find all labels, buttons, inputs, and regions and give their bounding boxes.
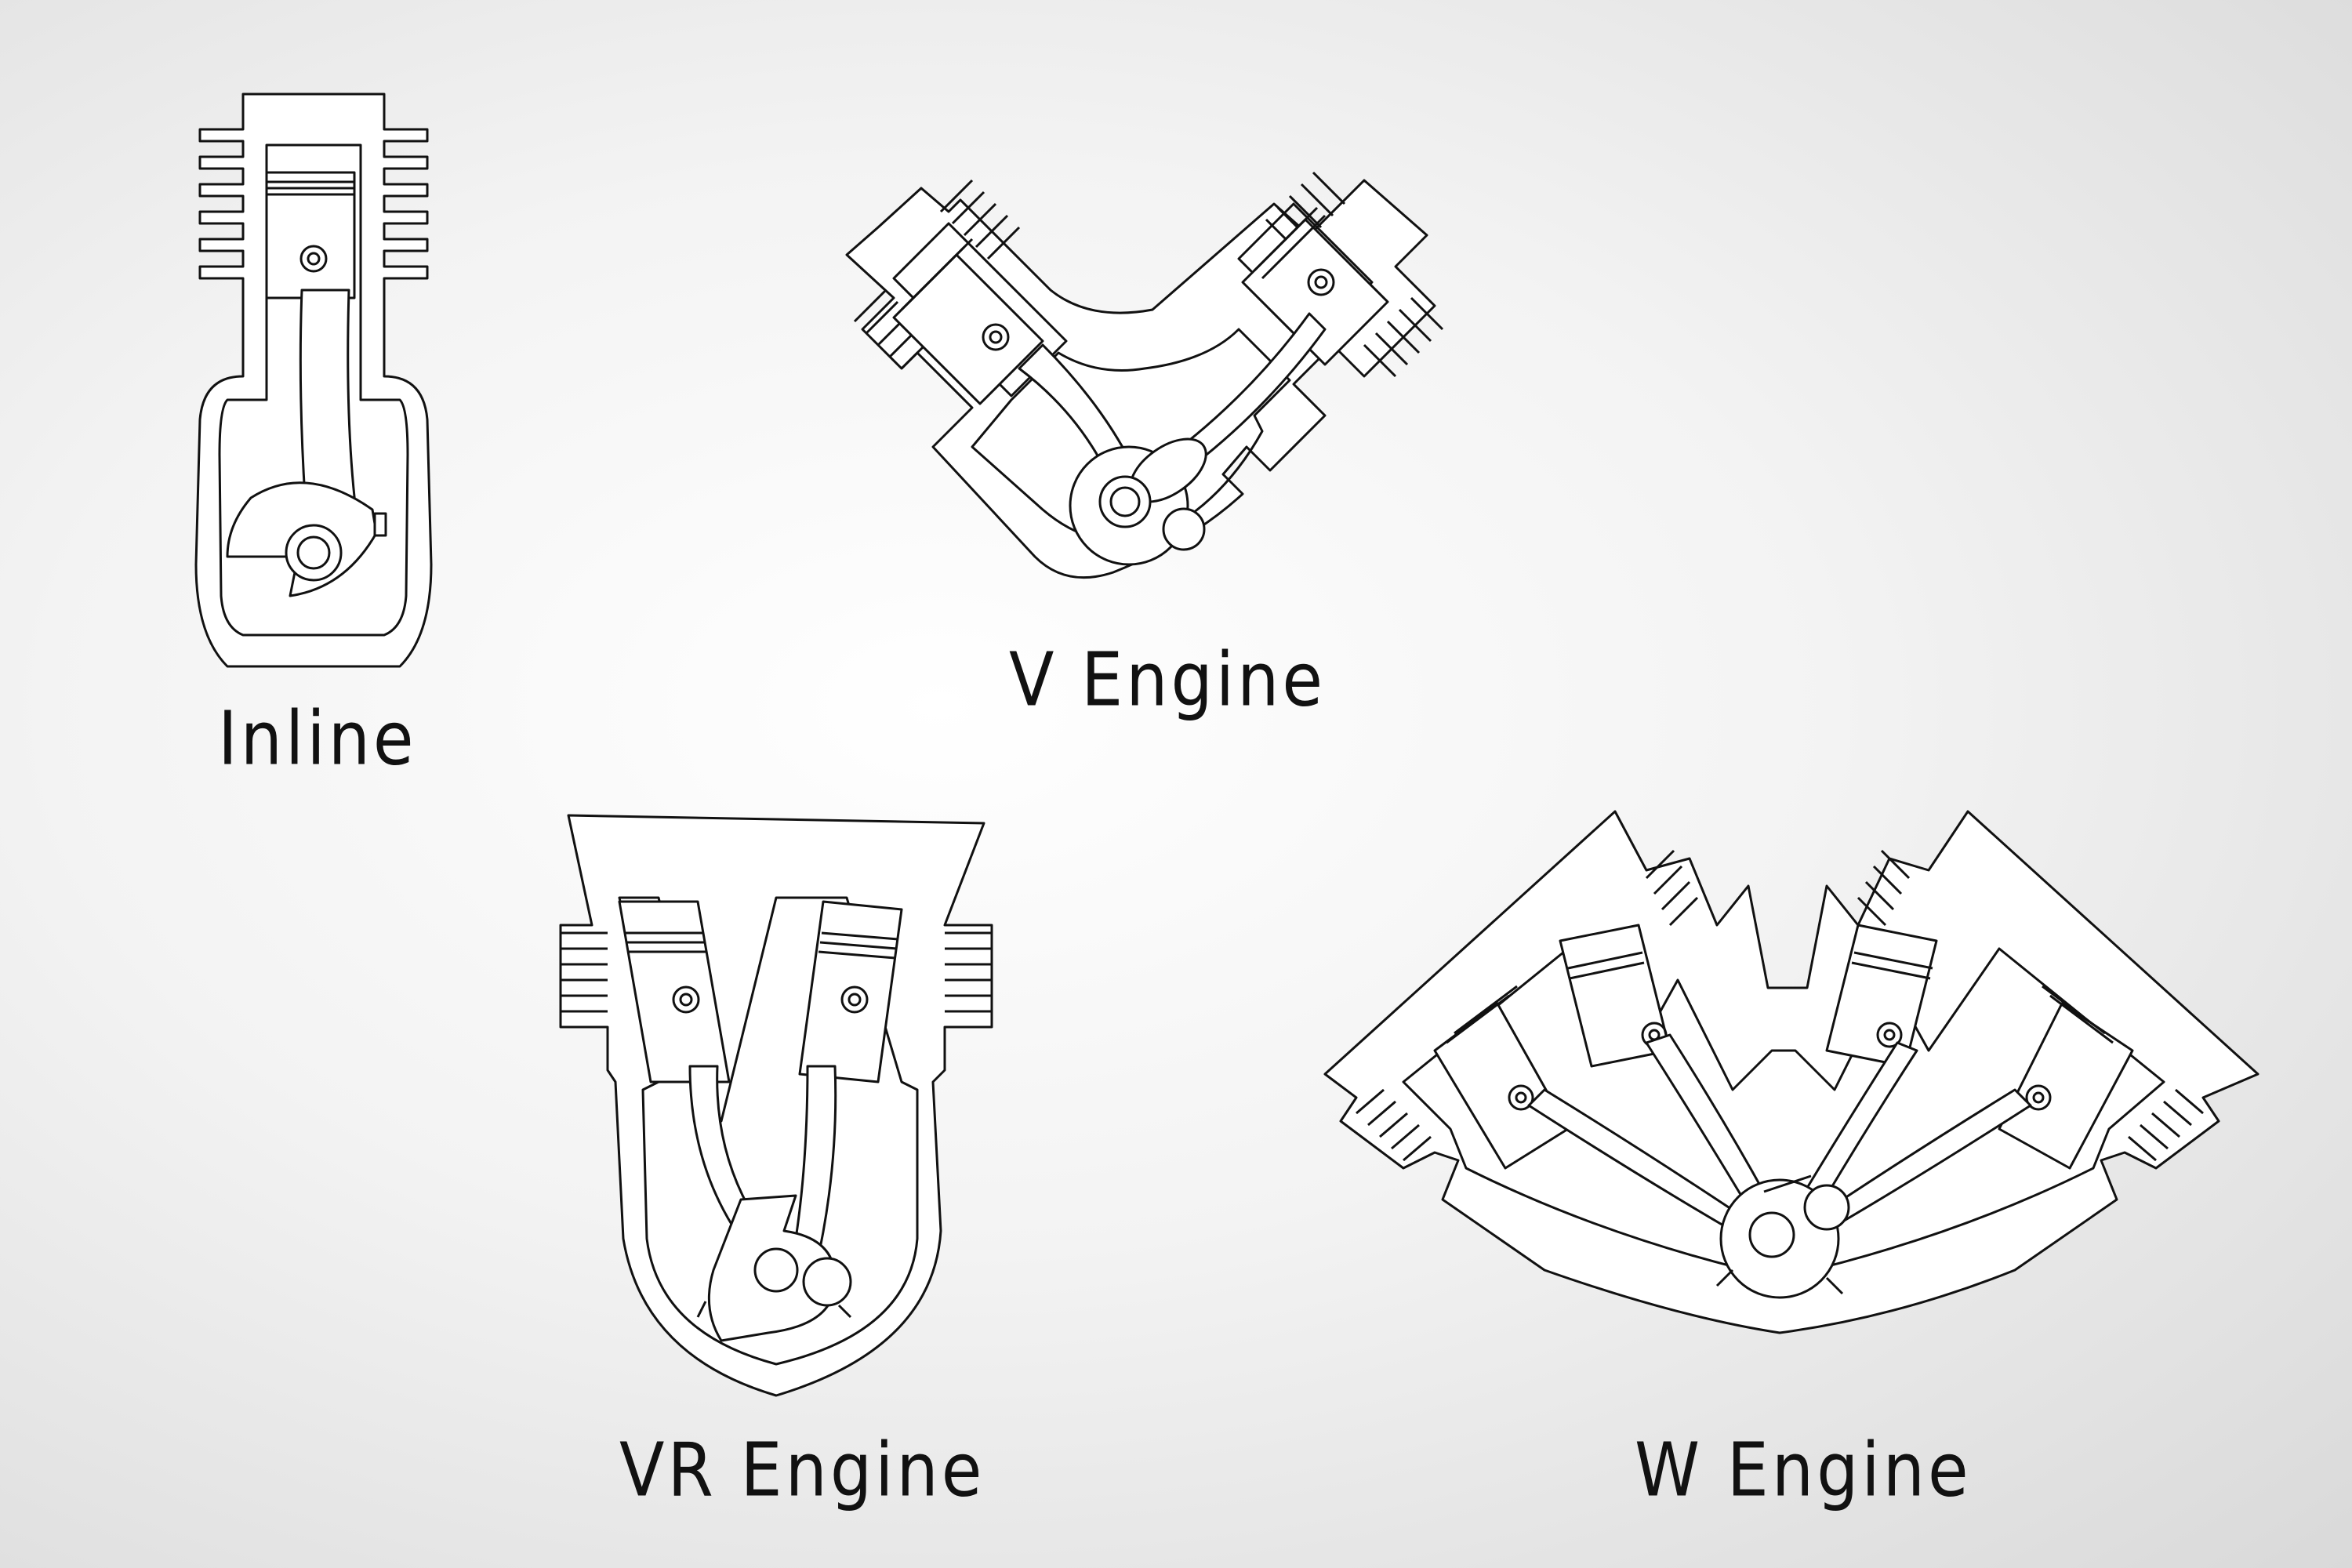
vr-engine-label: VR Engine [619, 1427, 985, 1513]
inline-label: Inline [218, 695, 417, 782]
v-engine-label: V Engine [1009, 637, 1327, 723]
w-engine-label: W Engine [1635, 1427, 1972, 1513]
